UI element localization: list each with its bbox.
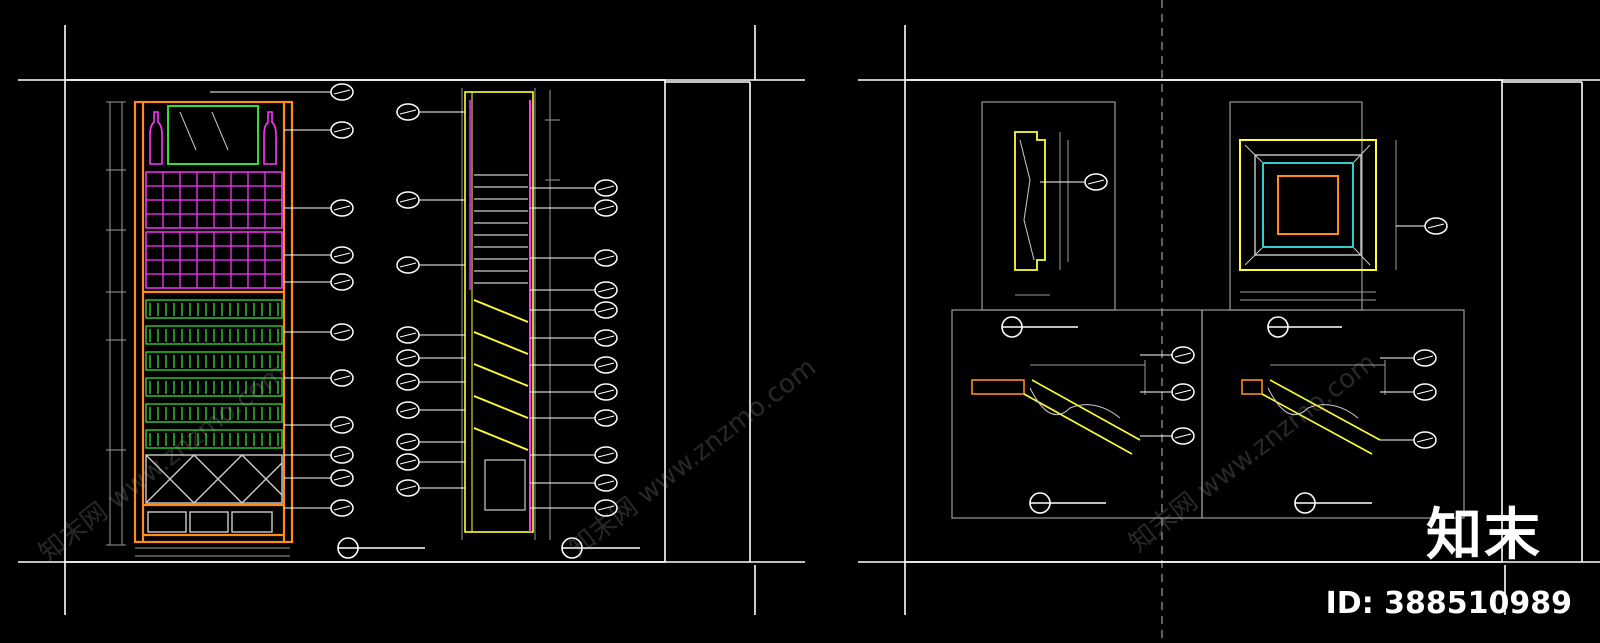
detail-panels [951,101,1465,519]
callout-group-right [1040,173,1448,449]
cad-callout-icon [330,273,354,291]
cad-callout-icon [594,409,618,427]
cad-callout-icon [1413,349,1437,367]
cad-callout-icon [594,249,618,267]
cad-callout-icon [1424,217,1448,235]
cad-callout-icon [594,199,618,217]
diamond-lattice [145,454,283,504]
callout-group-middle [396,103,618,517]
cad-callout-icon [1171,427,1195,445]
cad-callout-icon [594,356,618,374]
cabinet-section [461,88,560,540]
cad-callout-icon [594,281,618,299]
cad-callout-icon [396,256,420,274]
cad-callout-icon [594,474,618,492]
cad-callout-icon [396,191,420,209]
cad-callout-icon [330,246,354,264]
profile-detail [1014,131,1069,296]
cad-callout-icon [330,83,354,101]
cad-callout-icon [1171,346,1195,364]
callout-group-left [210,83,354,517]
cad-callout-icon [594,329,618,347]
cad-callout-icon [330,499,354,517]
cad-callout-icon [1413,383,1437,401]
cad-callout-icon [396,453,420,471]
cad-callout-icon [396,401,420,419]
cad-callout-icon [396,479,420,497]
cad-callout-icon [330,416,354,434]
cad-callout-icon [396,103,420,121]
left-sheet-frame [18,25,805,615]
cad-callout-icon [330,121,354,139]
cad-callout-icon [396,433,420,451]
square-frame-detail [1239,139,1397,301]
watermark-id: ID: 388510989 [1325,586,1572,621]
cad-callout-icon [330,323,354,341]
green-bottle-shelves [145,299,283,449]
cad-callout-icon [594,301,618,319]
cad-callout-icon [1171,383,1195,401]
section-marker-icon [1001,316,1372,514]
cad-callout-icon [1084,173,1108,191]
cad-callout-icon [594,499,618,517]
cad-callout-icon [330,199,354,217]
magenta-wine-lattice [145,171,283,289]
slanted-shelf-detail [971,360,1386,455]
cabinet-elevation [106,100,294,557]
cad-callout-icon [1413,431,1437,449]
cad-callout-icon [594,446,618,464]
cad-callout-icon [330,446,354,464]
cad-callout-icon [330,469,354,487]
cad-callout-icon [594,179,618,197]
cad-callout-icon [396,373,420,391]
section-marker-icon [337,537,640,559]
watermark-logo: 知末 [1426,503,1542,568]
right-sheet-frame [858,25,1600,615]
cad-callout-icon [330,369,354,387]
cad-callout-icon [396,326,420,344]
cad-callout-icon [594,383,618,401]
cad-callout-icon [396,349,420,367]
